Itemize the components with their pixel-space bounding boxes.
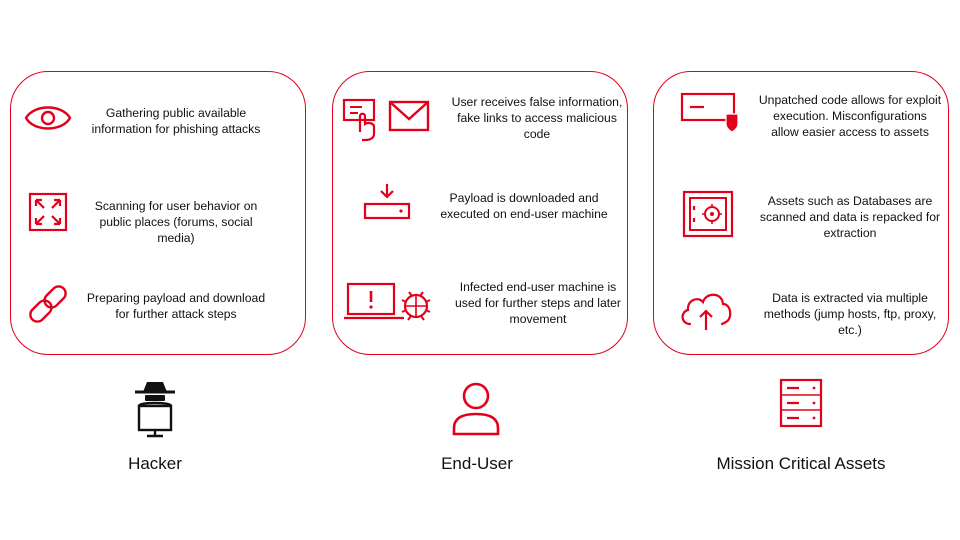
hacker-label: Hacker xyxy=(128,454,182,473)
link-icon xyxy=(18,278,78,330)
hacker-step-2-text: Scanning for user behavior on public pla… xyxy=(94,199,258,245)
end-user-panel xyxy=(332,71,628,355)
hacker-panel xyxy=(10,71,306,355)
eye-icon xyxy=(18,92,78,144)
end-user-label: End-User xyxy=(441,454,513,473)
mission-critical-assets-panel xyxy=(653,71,949,355)
assets-step-3-text: Data is extracted via multiple methods (… xyxy=(763,291,937,337)
server-rack-icon xyxy=(771,374,831,436)
vault-icon xyxy=(678,188,738,240)
scan-arrows-icon xyxy=(18,186,78,238)
cloud-upload-icon xyxy=(676,284,736,336)
hacker-step-3-text: Preparing payload and download for furth… xyxy=(86,291,266,321)
user-icon xyxy=(446,378,506,440)
unpatched-server-icon xyxy=(678,86,739,138)
infected-laptop-bug-icon xyxy=(342,278,436,330)
assets-step-1-text: Unpatched code allows for exploit execut… xyxy=(758,93,942,139)
end-user-step-1-text: User receives false information, fake li… xyxy=(451,95,623,141)
assets-step-2-text: Assets such as Databases are scanned and… xyxy=(759,194,941,240)
hacker-icon xyxy=(125,378,185,440)
end-user-step-3-text: Infected end-user machine is used for fu… xyxy=(455,280,621,326)
end-user-step-2-text: Payload is downloaded and executed on en… xyxy=(440,191,608,221)
phishing-email-icon xyxy=(340,92,434,144)
download-payload-icon xyxy=(357,180,417,232)
mission-critical-assets-label: Mission Critical Assets xyxy=(716,454,886,473)
hacker-step-1-text: Gathering public available information f… xyxy=(91,106,261,136)
